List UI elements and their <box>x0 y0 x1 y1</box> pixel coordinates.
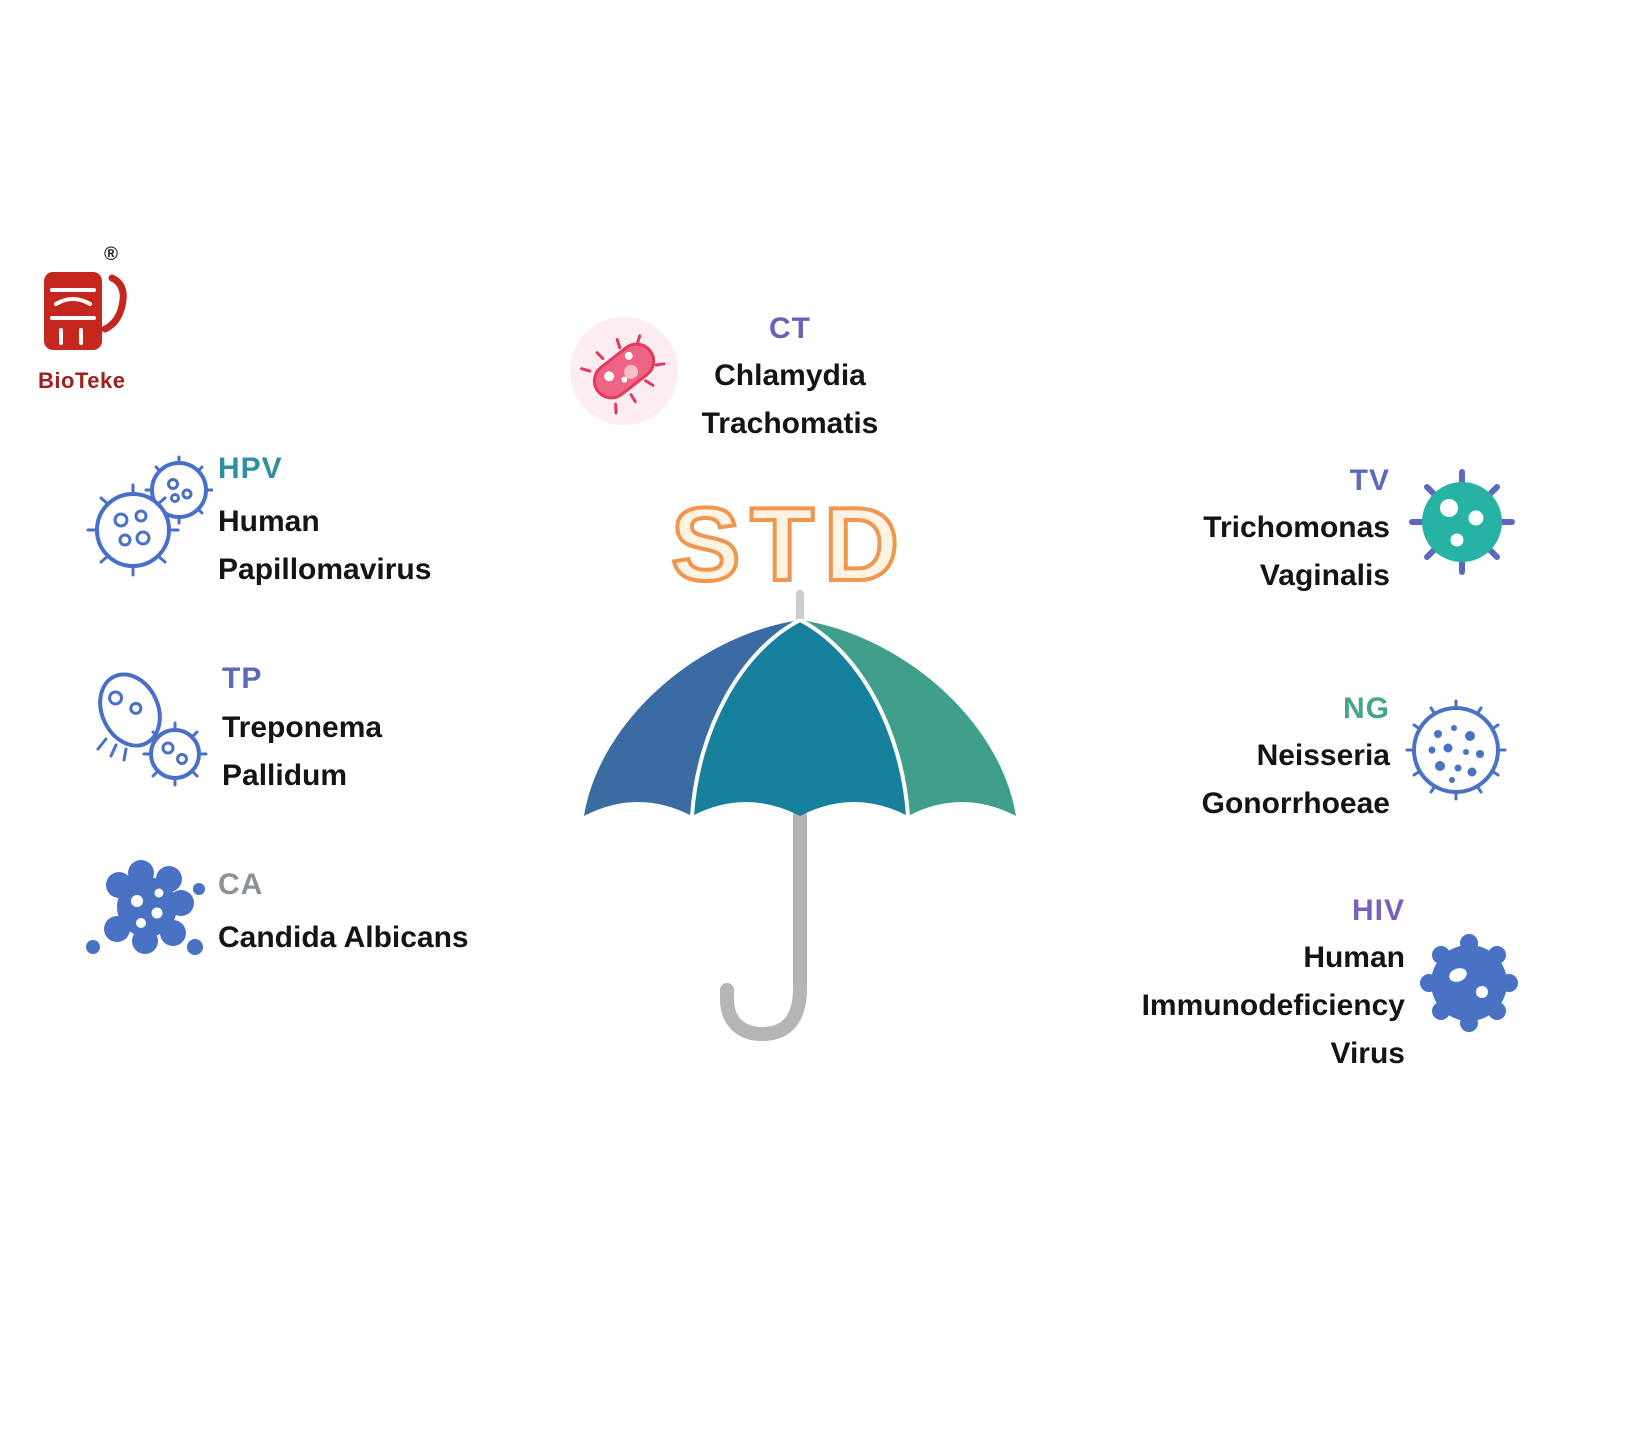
bioteke-seal-logo-icon <box>36 250 148 370</box>
trichomonas-protozoa-icon <box>1403 458 1521 583</box>
papillomavirus-icon <box>75 448 213 588</box>
treponema-bacteria-icon <box>78 655 213 795</box>
ca-section: CA Candida Albicans <box>218 862 469 962</box>
ng-name-line2: Gonorrhoeae <box>1201 787 1390 820</box>
ca-abbr: CA <box>218 868 264 901</box>
hiv-abbr: HIV <box>1351 894 1405 927</box>
ct-name-line1: Chlamydia <box>714 359 866 392</box>
tp-abbr: TP <box>222 662 263 695</box>
hiv-section: HIV Human Immunodeficiency Virus <box>1045 888 1405 1078</box>
std-title: STD <box>669 485 909 605</box>
chlamydia-bacteria-icon <box>563 310 685 432</box>
ct-section: CT Chlamydia Trachomatis <box>660 306 920 448</box>
gonococcus-icon <box>1400 692 1512 807</box>
ng-name-line1: Neisseria <box>1256 739 1390 772</box>
tp-name-line1: Treponema <box>222 711 383 744</box>
hiv-name-line3: Virus <box>1330 1037 1406 1070</box>
hiv-name-line2: Immunodeficiency <box>1141 989 1405 1022</box>
tp-section: TP Treponema Pallidum <box>222 656 382 800</box>
registered-trademark-symbol: ® <box>104 244 118 265</box>
hiv-name-line1: Human <box>1303 941 1405 974</box>
hiv-virus-icon <box>1410 920 1528 1042</box>
candida-fungus-icon <box>75 845 220 980</box>
ng-section: NG Neisseria Gonorrhoeae <box>1060 686 1390 828</box>
tv-abbr: TV <box>1349 464 1390 497</box>
tv-name-line1: Trichomonas <box>1203 511 1390 544</box>
ng-abbr: NG <box>1343 692 1390 725</box>
hpv-name-line1: Human <box>218 505 320 538</box>
tv-section: TV Trichomonas Vaginalis <box>1060 458 1390 600</box>
hpv-section: HPV Human Papillomavirus <box>218 446 431 594</box>
tp-name-line2: Pallidum <box>222 759 348 792</box>
ct-name-line2: Trachomatis <box>701 407 879 440</box>
umbrella-icon <box>552 588 1048 1058</box>
hpv-name-line2: Papillomavirus <box>218 553 432 586</box>
ct-abbr: CT <box>769 312 811 345</box>
brand-name: BioTeke <box>38 368 126 393</box>
ca-name-line1: Candida Albicans <box>218 921 469 954</box>
tv-name-line2: Vaginalis <box>1259 559 1390 592</box>
hpv-abbr: HPV <box>218 452 283 485</box>
